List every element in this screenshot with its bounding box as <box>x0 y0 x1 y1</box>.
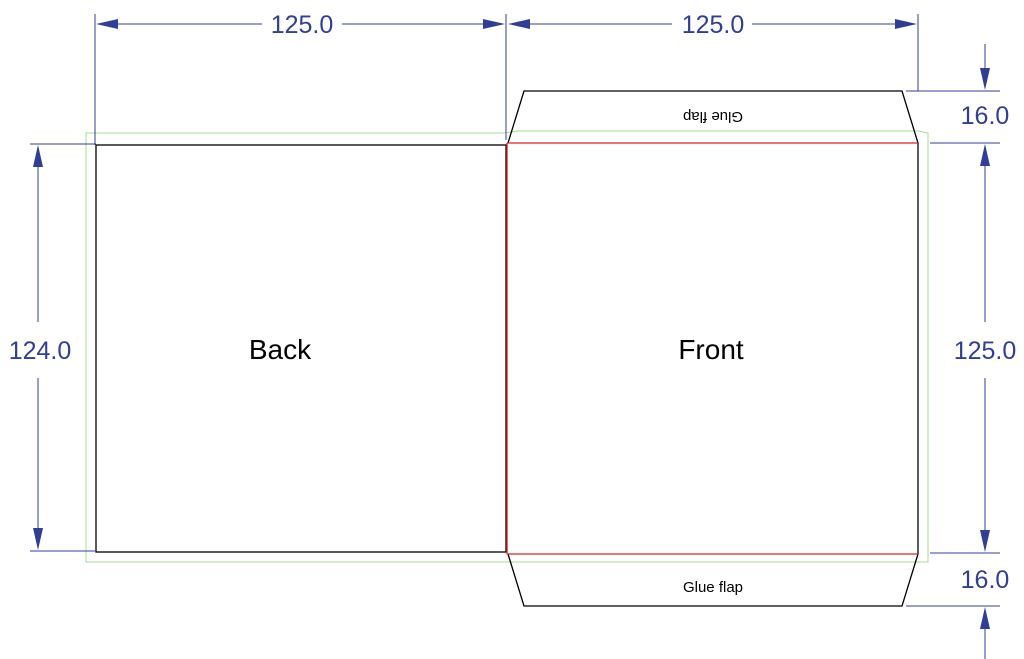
dim-bottom-flap: 16.0 <box>906 566 1009 659</box>
bottom-flap-label: Glue flap <box>683 579 743 596</box>
dim-top-flap-value: 16.0 <box>961 102 1010 130</box>
dim-top-flap: 16.0 <box>906 44 1009 130</box>
dim-top-right-value: 125.0 <box>682 11 745 39</box>
back-panel <box>95 144 507 553</box>
back-label: Back <box>249 334 312 365</box>
dim-right-height-value: 125.0 <box>954 337 1017 365</box>
top-flap-label: Glue flap <box>683 108 743 125</box>
top-glue-flap <box>507 90 919 144</box>
dim-top-left: 125.0 <box>94 11 507 145</box>
dim-bottom-flap-value: 16.0 <box>961 566 1010 594</box>
dim-top-left-value: 125.0 <box>271 11 334 39</box>
dim-top-right: 125.0 <box>508 11 919 91</box>
dim-right-height: 125.0 <box>930 142 1017 554</box>
dim-left-height-value: 124.0 <box>9 337 72 365</box>
bleed-outline <box>85 130 929 563</box>
bottom-glue-flap <box>507 553 919 607</box>
front-label: Front <box>678 334 744 365</box>
dim-left-height: 124.0 <box>9 143 96 552</box>
